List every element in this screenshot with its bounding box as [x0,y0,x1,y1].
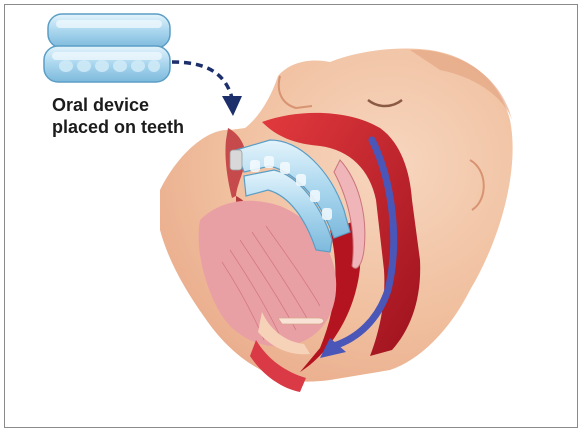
caption-line-2: placed on teeth [52,116,184,138]
caption-line-1: Oral device [52,94,184,116]
oral-appliance-icon [44,14,170,82]
caption: Oral device placed on teeth [52,94,184,138]
